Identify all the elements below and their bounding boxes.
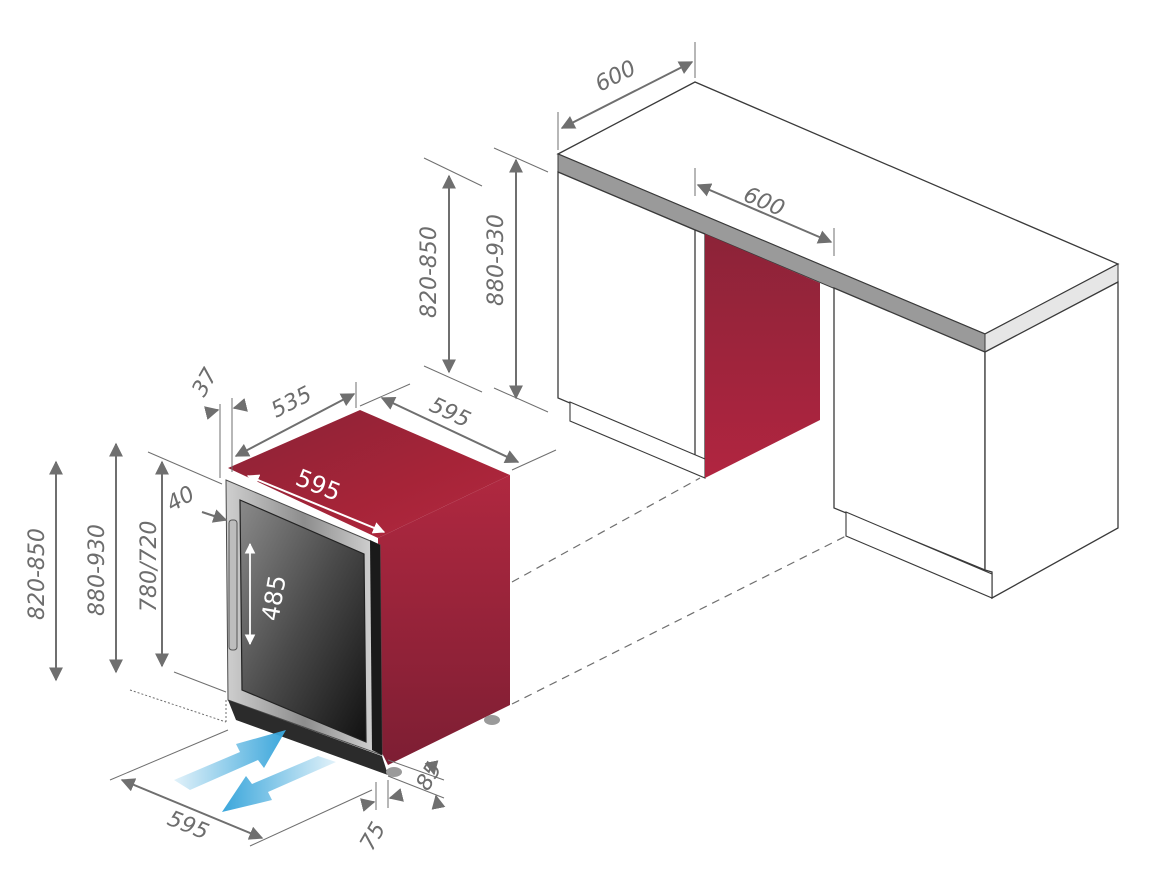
cooler-side bbox=[378, 475, 510, 765]
guide-line-upper bbox=[511, 477, 701, 583]
height-780-720-label: 780/720 bbox=[137, 521, 162, 612]
side-width-label: 595 bbox=[425, 393, 474, 433]
niche-height-max-label: 880-930 bbox=[484, 214, 509, 306]
cooler-glass bbox=[239, 499, 367, 743]
cooler-foot bbox=[484, 715, 500, 725]
handle-offset-dimension: 40 bbox=[163, 482, 228, 523]
niche-height-dimensions: 820-850 880-930 bbox=[417, 147, 549, 413]
right-cabinet-plinth bbox=[845, 511, 993, 599]
door-depth-label: 37 bbox=[188, 364, 224, 401]
cooler-plinth bbox=[228, 700, 388, 775]
niche-back-wall bbox=[705, 234, 820, 478]
plinth-85-label: 85 bbox=[412, 758, 448, 795]
niche-height-min-label: 820-850 bbox=[417, 226, 442, 318]
wine-cooler bbox=[225, 410, 510, 777]
bottom-width-label: 595 bbox=[164, 806, 212, 845]
plinth-75-label: 75 bbox=[356, 818, 392, 855]
guide-line-lower bbox=[511, 535, 847, 705]
height-820-850-label: 820-850 bbox=[25, 528, 50, 620]
height-880-930-label: 880-930 bbox=[85, 524, 110, 616]
appliance-height-dimensions: 820-850 880-930 780/720 bbox=[25, 442, 227, 723]
cooler-foot bbox=[386, 767, 402, 777]
cooler-door-rim bbox=[370, 540, 382, 755]
cooler-handle bbox=[228, 519, 238, 651]
kitchen-counter bbox=[556, 81, 1120, 600]
handle-offset-label: 40 bbox=[163, 482, 200, 518]
airflow-in-arrow bbox=[174, 730, 286, 790]
